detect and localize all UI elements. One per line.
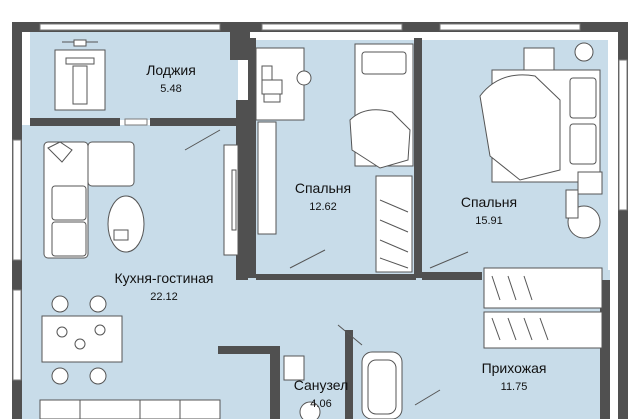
room-area: 12.62 <box>309 201 337 214</box>
kitchen-counter-icon <box>39 399 221 419</box>
room-area: 5.48 <box>160 83 182 96</box>
room-area: 4.06 <box>310 398 332 411</box>
room-label-bedroom-1: Спальня 12.62 <box>278 180 368 214</box>
room-name: Санузел <box>293 377 349 393</box>
wardrobe-icon <box>257 121 413 273</box>
armchair-icon <box>565 189 601 239</box>
tv-stand-icon <box>223 144 239 256</box>
room-label-bathroom: Санузел 4.06 <box>286 377 356 411</box>
room-name: Спальня <box>294 180 352 196</box>
nightstand-icon <box>523 47 603 195</box>
room-area: 22.12 <box>150 291 178 304</box>
room-label-kitchen-living: Кухня-гостиная 22.12 <box>94 270 234 304</box>
room-label-hallway: Прихожая 11.75 <box>464 360 564 394</box>
chair-icon <box>296 70 312 86</box>
room-label-loggia: Лоджия 5.48 <box>126 62 216 96</box>
plant-icon <box>574 42 594 62</box>
sofa-icon <box>43 141 135 259</box>
dining-table-icon <box>41 295 123 385</box>
laptop-icon <box>261 79 283 103</box>
toilet-icon <box>299 401 321 419</box>
double-bed-icon <box>479 69 601 183</box>
room-name: Прихожая <box>481 360 547 376</box>
coffee-table-icon <box>107 195 145 253</box>
single-bed-icon <box>349 43 414 169</box>
room-name: Лоджия <box>146 62 196 78</box>
room-name: Кухня-гостиная <box>114 270 214 286</box>
washing-machine-icon <box>283 355 305 381</box>
room-area: 15.91 <box>475 215 503 228</box>
room-area: 11.75 <box>500 381 528 394</box>
exercise-machine-icon <box>54 39 106 111</box>
windows <box>12 23 628 381</box>
door-lines <box>184 129 469 406</box>
room-label-bedroom-2: Спальня 15.91 <box>444 194 534 228</box>
room-name: Спальня <box>460 194 518 210</box>
hall-wardrobe-icon <box>483 267 603 349</box>
bathtub-icon <box>361 351 403 419</box>
